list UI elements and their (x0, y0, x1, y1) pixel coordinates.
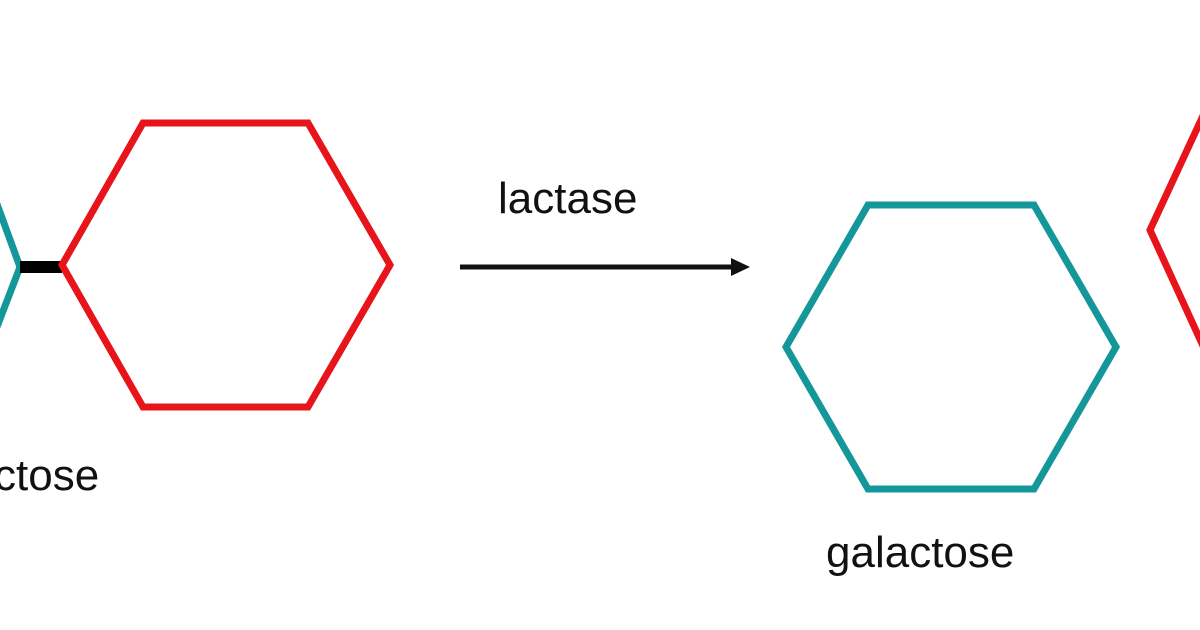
lactose-galactose-ring-fragment (0, 202, 24, 329)
galactose-product: galactose (781, 201, 1121, 577)
enzyme-label: lactase (498, 174, 637, 223)
lactose-glucose-ring (57, 119, 395, 411)
glucose-ring-fragment (1146, 113, 1200, 348)
reaction-arrow-head (731, 258, 750, 276)
galactose-ring (781, 201, 1121, 493)
lactose-molecule: ctose (0, 119, 395, 500)
galactose-label: galactose (826, 528, 1014, 577)
reaction-arrow-group: lactase (460, 174, 750, 276)
lactose-label: ctose (0, 451, 99, 500)
glucose-product (1146, 113, 1200, 348)
